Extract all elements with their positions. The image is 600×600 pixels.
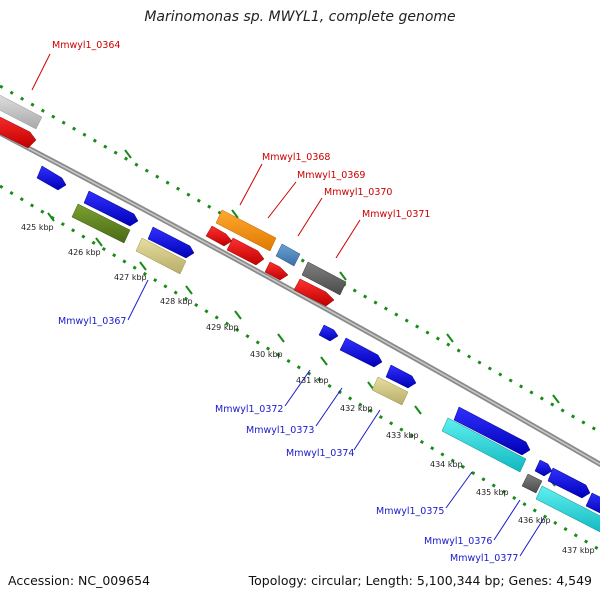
gene-block[interactable] [83, 190, 139, 227]
outer-major-ticks [124, 149, 560, 404]
outer-tick-track [0, 84, 600, 434]
gene-block[interactable] [36, 165, 67, 191]
gene-label-mmwyl1-0373[interactable]: Mmwyl1_0373 [246, 425, 314, 436]
tick-label: 426 kbp [68, 248, 101, 257]
tick-label: 433 kbp [386, 431, 419, 440]
reverse-label-leaders [127, 279, 545, 557]
tick-label: 429 kbp [206, 323, 239, 332]
gene-block[interactable] [147, 226, 195, 259]
gene-label-mmwyl1-0368[interactable]: Mmwyl1_0368 [262, 152, 330, 163]
gene-block[interactable] [534, 459, 553, 477]
gene-block[interactable] [71, 203, 131, 244]
forward-gene-labels: Mmwyl1_0364 Mmwyl1_0368 Mmwyl1_0369 Mmwy… [52, 40, 430, 220]
gene-block-mmwyl1-0370[interactable] [264, 261, 289, 281]
gene-block[interactable] [585, 492, 600, 515]
gene-block[interactable] [0, 90, 43, 130]
gene-label-mmwyl1-0376[interactable]: Mmwyl1_0376 [424, 536, 492, 547]
page-title: Marinomonas sp. MWYL1, complete genome [144, 9, 456, 25]
tick-label: 437 kbp [562, 546, 595, 555]
gene-block[interactable] [0, 112, 37, 149]
gene-label-mmwyl1-0370[interactable]: Mmwyl1_0370 [324, 187, 392, 198]
gene-label-mmwyl1-0367[interactable]: Mmwyl1_0367 [58, 316, 126, 327]
gene-label-mmwyl1-0364[interactable]: Mmwyl1_0364 [52, 40, 120, 51]
gene-block-mmwyl1-0377[interactable] [535, 485, 600, 534]
gene-block[interactable] [453, 406, 531, 456]
gene-label-mmwyl1-0377[interactable]: Mmwyl1_0377 [450, 553, 518, 564]
gene-block[interactable] [547, 467, 591, 499]
gene-block-mmwyl1-0367[interactable] [135, 237, 187, 275]
inner-tick-track [0, 184, 600, 552]
gene-block-mmwyl1-0375[interactable] [441, 417, 527, 473]
genome-backbone-highlight [0, 132, 600, 466]
gene-label-mmwyl1-0371[interactable]: Mmwyl1_0371 [362, 209, 430, 220]
gene-label-mmwyl1-0375[interactable]: Mmwyl1_0375 [376, 506, 444, 517]
gene-block-mmwyl1-0368[interactable] [215, 209, 277, 252]
gene-block-mmwyl1-0371[interactable] [301, 261, 347, 296]
tick-label: 430 kbp [250, 350, 283, 359]
tick-label: 432 kbp [340, 404, 373, 413]
forward-label-leaders [31, 53, 361, 259]
tick-label: 428 kbp [160, 297, 193, 306]
tick-label: 434 kbp [430, 460, 463, 469]
accession-label: Accession: NC_009654 [8, 573, 151, 588]
gene-label-mmwyl1-0372[interactable]: Mmwyl1_0372 [215, 404, 283, 415]
gene-block[interactable] [205, 225, 233, 247]
gene-label-mmwyl1-0374[interactable]: Mmwyl1_0374 [286, 448, 354, 459]
tick-labels: 425 kbp 426 kbp 427 kbp 428 kbp 429 kbp … [21, 223, 595, 555]
gene-block-mmwyl1-0374[interactable] [371, 376, 409, 406]
gene-block-mmwyl1-0372[interactable] [318, 324, 339, 342]
reverse-gene-labels: Mmwyl1_0367 Mmwyl1_0372 Mmwyl1_0373 Mmwy… [58, 316, 518, 564]
tick-label: 431 kbp [296, 376, 329, 385]
tick-label: 427 kbp [114, 273, 147, 282]
gene-block-mmwyl1-0376[interactable] [521, 473, 543, 494]
tick-label: 435 kbp [476, 488, 509, 497]
gene-block-mmwyl1-0369[interactable] [275, 243, 301, 267]
tick-label: 425 kbp [21, 223, 54, 232]
gene-block-mmwyl1-0373[interactable] [339, 337, 383, 368]
genome-summary-label: Topology: circular; Length: 5,100,344 bp… [248, 573, 592, 588]
gene-block[interactable] [226, 237, 265, 266]
gene-label-mmwyl1-0369[interactable]: Mmwyl1_0369 [297, 170, 365, 181]
gene-block[interactable] [293, 278, 335, 307]
tick-label: 436 kbp [518, 516, 551, 525]
gene-block[interactable] [385, 364, 417, 389]
